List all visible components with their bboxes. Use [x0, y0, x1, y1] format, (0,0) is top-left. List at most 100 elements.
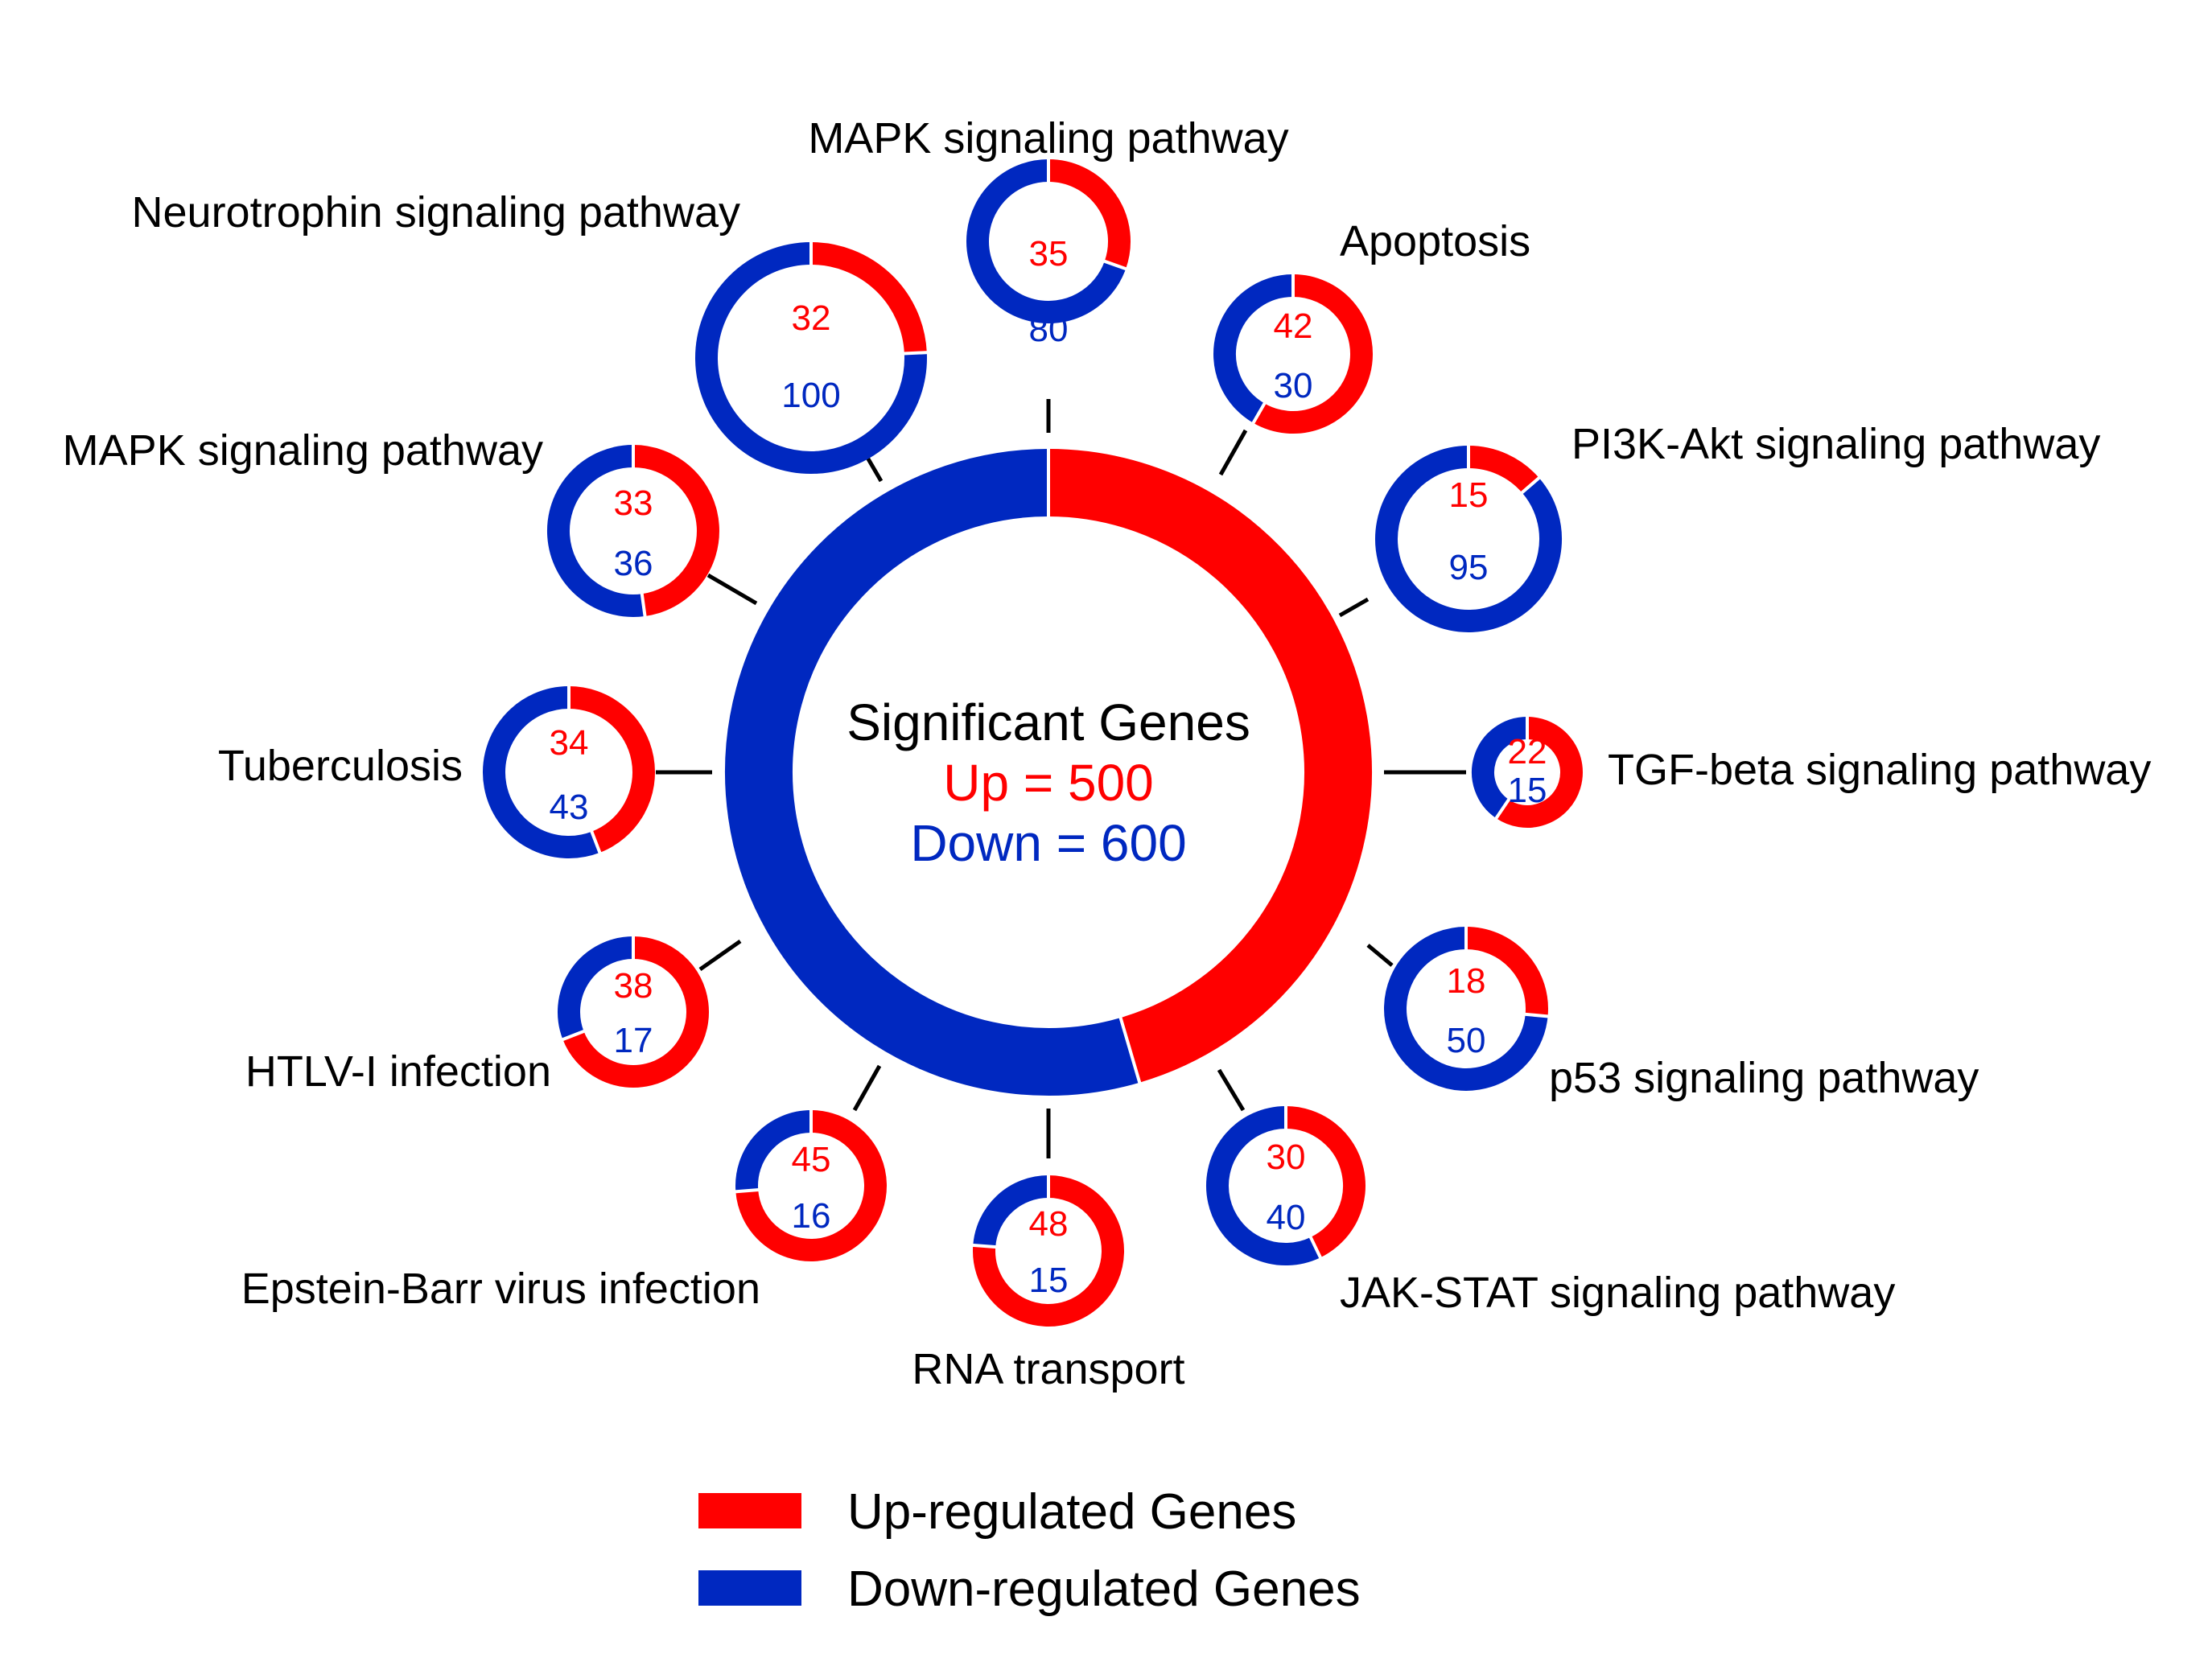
pathway-6-down-value: 40	[1267, 1198, 1306, 1237]
pathway-6-separator-split	[1308, 1236, 1323, 1259]
pathway-11-down-value: 36	[614, 544, 653, 583]
pathway-6-up-arc	[1285, 1106, 1366, 1258]
pathway-11-label: MAPK signaling pathway	[63, 426, 543, 475]
connector-line-3	[1338, 597, 1370, 618]
pathway-5-separator-split	[1524, 1012, 1549, 1018]
pathway-8-label: Epstein-Barr virus infection	[241, 1265, 760, 1313]
connector-line-8	[852, 1064, 882, 1112]
connectors	[656, 399, 1466, 1158]
pathway-7-down-arc	[973, 1175, 1049, 1248]
pathway-2-up-arc	[1253, 274, 1373, 434]
pathway-9-down-value: 17	[614, 1021, 653, 1060]
pathway-donut-1: 35 80 MAPK signaling pathway	[808, 114, 1288, 349]
pathway-8-up-value: 45	[792, 1140, 831, 1179]
pathway-12-label: Neurotrophin signaling pathway	[132, 188, 740, 237]
connector-line-2	[1218, 429, 1248, 476]
pathway-3-separator-split	[1520, 475, 1541, 495]
pathway-2-down-arc	[1213, 274, 1294, 423]
pathway-2-separator-split	[1251, 401, 1267, 425]
pathway-11-down-arc	[546, 445, 645, 617]
pathway-10-down-value: 43	[550, 788, 589, 827]
pathway-9-up-value: 38	[614, 966, 653, 1006]
pathway-12-down-arc	[695, 242, 927, 474]
pathway-4-up-arc	[1496, 717, 1583, 828]
pathway-4-separator-split	[1494, 798, 1511, 821]
legend-down-swatch	[698, 1570, 801, 1606]
pathway-5-label: p53 signaling pathway	[1549, 1054, 1979, 1102]
pathway-9-up-arc	[562, 936, 709, 1088]
pathway-12-separator-split	[903, 351, 928, 356]
pathway-10-label: Tuberculosis	[218, 742, 463, 790]
legend-up-label: Up-regulated Genes	[847, 1484, 1296, 1540]
center-donut	[725, 448, 1372, 1096]
pathway-4-up-value: 22	[1508, 732, 1547, 771]
pathway-11-up-arc	[632, 445, 719, 616]
legend: Up-regulated Genes Down-regulated Genes	[698, 1484, 1361, 1617]
pathway-4-down-arc	[1472, 717, 1528, 819]
pathway-9-label: HTLV-I infection	[245, 1047, 551, 1096]
pathway-donut-2: 42 30 Apoptosis	[1213, 217, 1530, 434]
pathway-12-up-arc	[810, 242, 927, 354]
pathway-10-down-arc	[483, 686, 600, 858]
pathway-1-down-arc	[966, 159, 1127, 323]
pathway-2-label: Apoptosis	[1340, 217, 1530, 265]
pathway-2-down-value: 30	[1274, 366, 1313, 405]
center-donut-separator-split	[1118, 1016, 1142, 1084]
pathway-7-separator-split	[972, 1243, 997, 1249]
pathway-7-up-value: 48	[1029, 1204, 1069, 1244]
pathway-10-up-arc	[568, 686, 655, 853]
pathway-8-down-arc	[735, 1110, 812, 1192]
pathway-10-separator-split	[590, 830, 602, 854]
pathway-7-label: RNA transport	[912, 1345, 1184, 1393]
pathway-7-down-value: 15	[1029, 1261, 1069, 1300]
pathway-2-up-value: 42	[1274, 306, 1313, 346]
pathway-3-up-arc	[1468, 446, 1539, 493]
pathway-8-separator-split	[735, 1188, 760, 1194]
pathway-9-separator-split	[561, 1029, 586, 1042]
pathway-12-down-value: 100	[781, 376, 840, 415]
pathway-8-down-value: 16	[792, 1196, 831, 1236]
pathway-8-up-arc	[735, 1110, 887, 1261]
pathway-7-up-arc	[973, 1175, 1124, 1327]
pathway-4-down-value: 15	[1508, 771, 1547, 810]
pathway-3-label: PI3K-Akt signaling pathway	[1571, 420, 2100, 468]
connector-line-5	[1366, 944, 1394, 967]
pathway-3-up-value: 15	[1449, 475, 1489, 515]
center-down-text: Down = 600	[910, 814, 1186, 872]
pathway-3-down-value: 95	[1449, 548, 1489, 587]
pathway-5-up-arc	[1465, 927, 1548, 1017]
pathway-donut-3: 15 95 PI3K-Akt signaling pathway	[1375, 420, 2100, 632]
pathway-1-up-arc	[1048, 159, 1131, 269]
connector-line-11	[706, 573, 758, 606]
pathway-donut-5: 18 50 p53 signaling pathway	[1384, 926, 1979, 1102]
pathway-1-up-value: 35	[1029, 234, 1069, 274]
pathway-donut-12: 32 100 Neurotrophin signaling pathway	[132, 188, 928, 474]
pathway-5-down-arc	[1384, 927, 1548, 1091]
pathway-1-label: MAPK signaling pathway	[808, 114, 1288, 162]
connector-line-9	[698, 939, 742, 972]
pathway-6-up-value: 30	[1267, 1137, 1306, 1177]
center-donut-down-arc	[725, 449, 1140, 1096]
pathway-5-up-value: 18	[1447, 961, 1486, 1001]
pathway-3-down-arc	[1375, 446, 1562, 632]
center-up-text: Up = 500	[943, 754, 1154, 812]
pathway-5-down-value: 50	[1447, 1021, 1486, 1060]
center-text: Significant Genes Up = 500 Down = 600	[846, 693, 1250, 872]
center-donut-up-arc	[1048, 449, 1372, 1083]
pathway-1-down-value: 80	[1029, 310, 1069, 349]
pathway-12-up-value: 32	[792, 298, 831, 338]
pathway-9-down-arc	[558, 936, 634, 1040]
pathway-6-label: JAK-STAT signaling pathway	[1340, 1269, 1895, 1317]
pathway-4-label: TGF-beta signaling pathway	[1608, 746, 2151, 794]
legend-down-label: Down-regulated Genes	[847, 1561, 1361, 1617]
pathway-11-separator-split	[640, 593, 647, 618]
